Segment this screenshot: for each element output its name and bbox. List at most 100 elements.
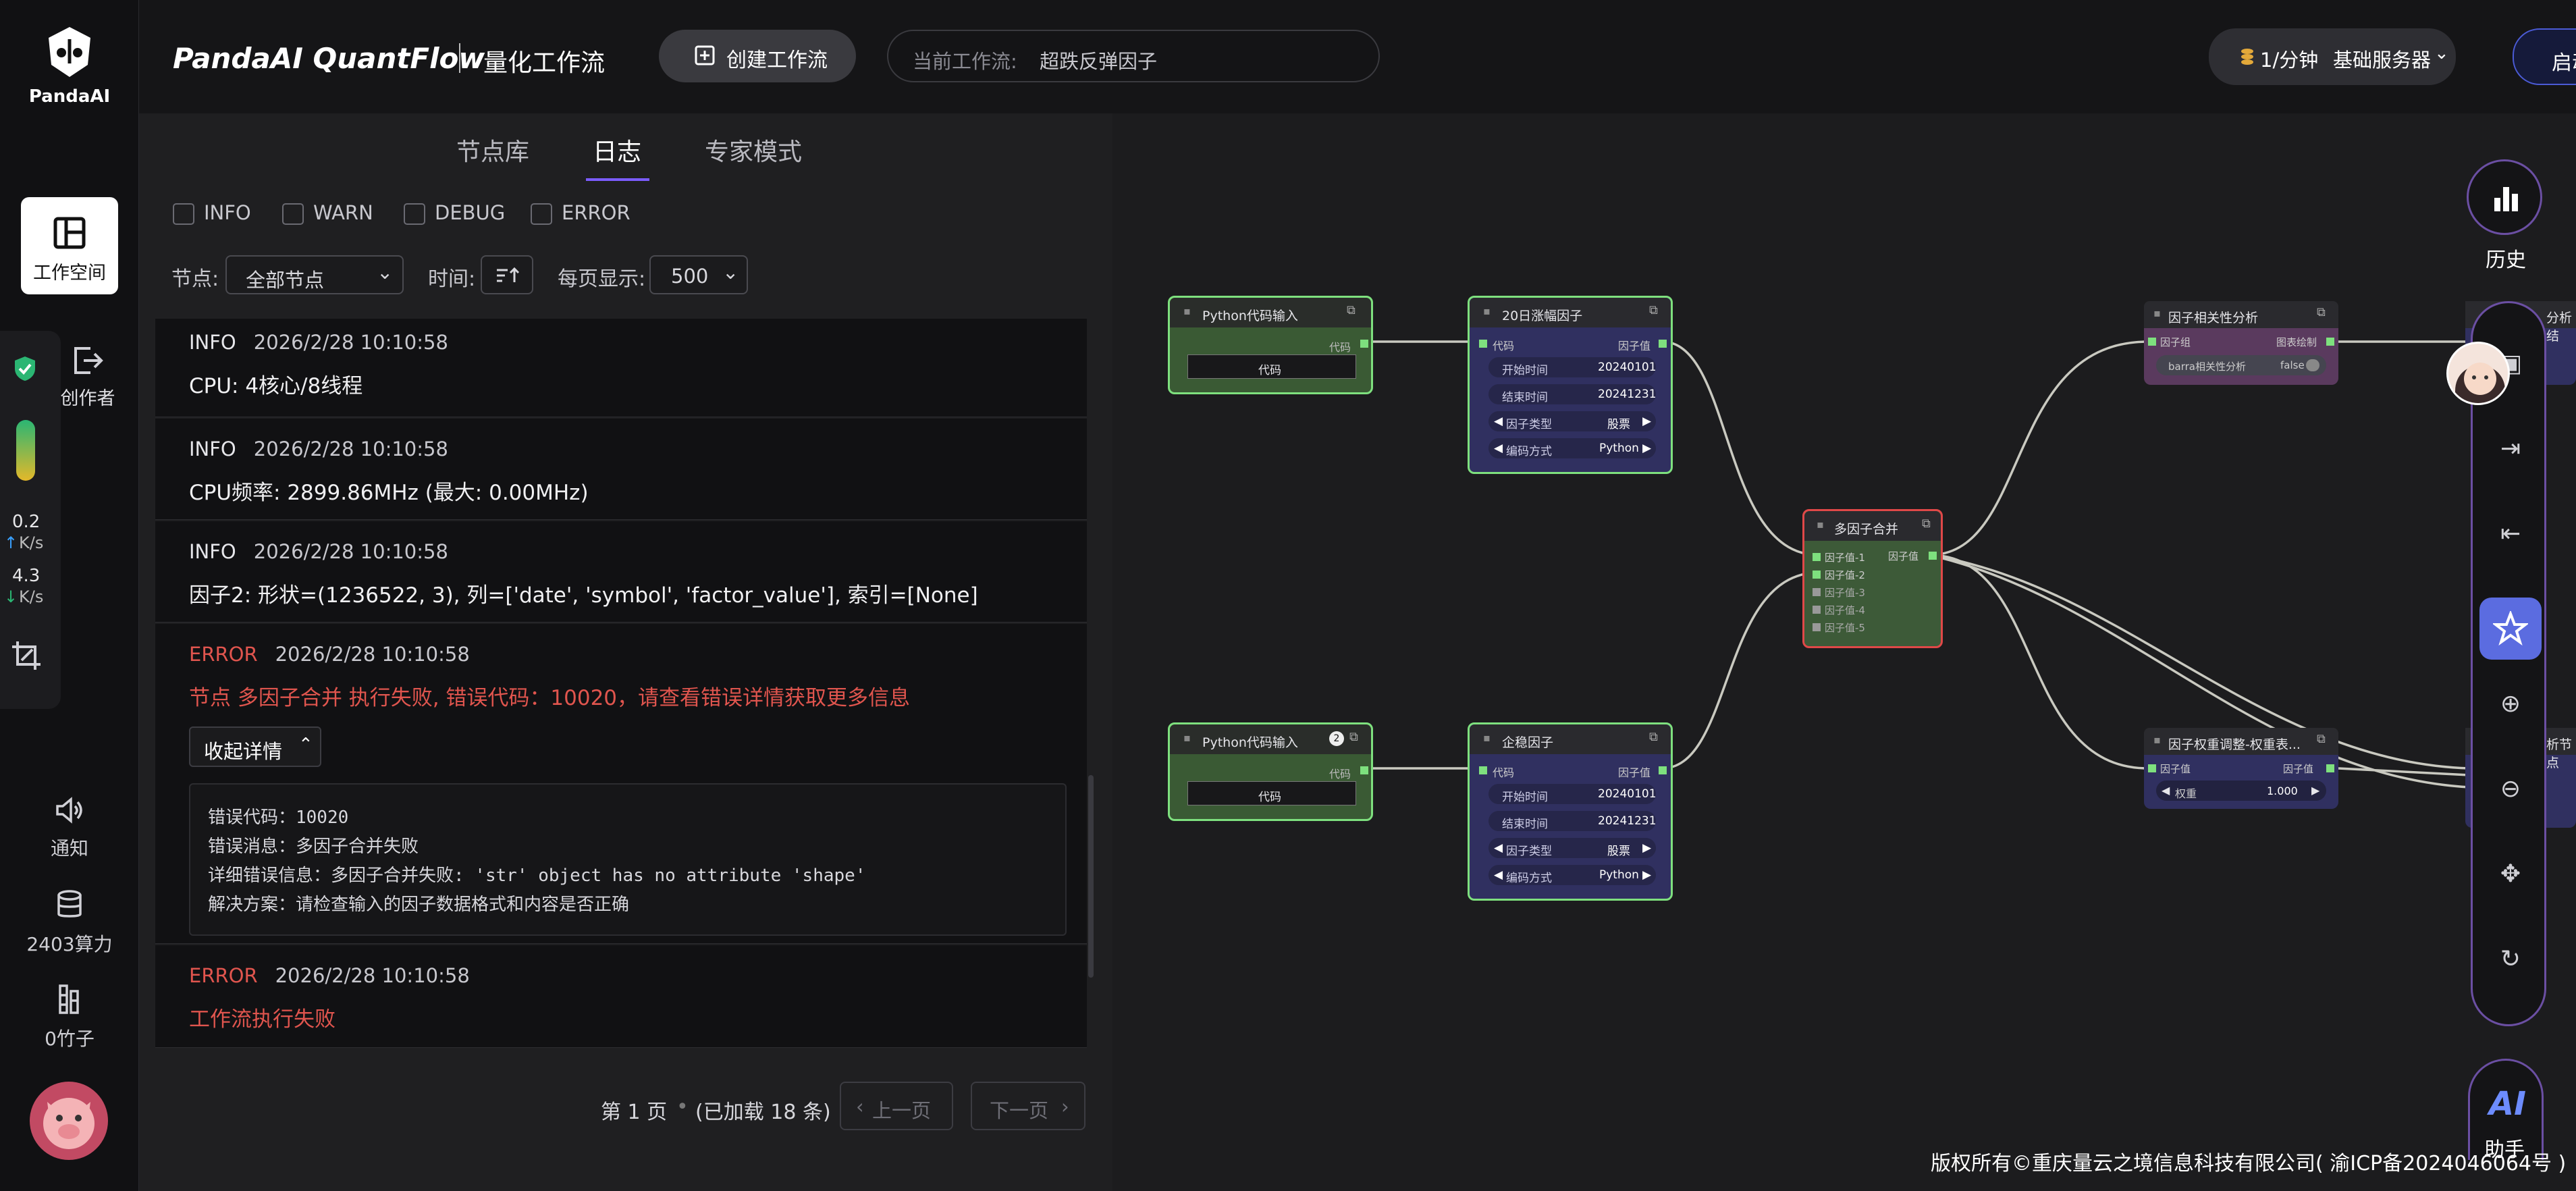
caret-right-icon[interactable]: ▶ bbox=[1642, 415, 1652, 428]
input-port[interactable] bbox=[1813, 571, 1821, 579]
output-port[interactable] bbox=[1360, 766, 1368, 774]
crop-icon[interactable] bbox=[9, 639, 43, 672]
collapse-details-button[interactable]: 收起详情 ⌃ bbox=[189, 726, 321, 767]
log-scrollbar[interactable] bbox=[1088, 775, 1094, 978]
output-port[interactable] bbox=[1929, 552, 1937, 560]
checkbox[interactable] bbox=[531, 203, 552, 225]
workflow-canvas[interactable]: Python代码输入 ▪ ⧉ 代码 代码 Python代码输入 ▪ 2 ⧉ 代码… bbox=[1112, 113, 2576, 1191]
code-field[interactable]: 代码 bbox=[1187, 781, 1356, 805]
pagination: 第 1 页 • (已加载 18 条) ‹ 上一页 下一页 › bbox=[601, 1082, 1100, 1133]
external-link-icon[interactable]: ⧉ bbox=[1922, 517, 1931, 531]
next-page-button[interactable]: 下一页 › bbox=[971, 1082, 1085, 1130]
ai-assistant-button[interactable]: AI bbox=[2468, 1059, 2544, 1160]
avatar[interactable] bbox=[30, 1082, 108, 1160]
toggle-switch[interactable] bbox=[2306, 359, 2319, 371]
log-message: 因子2: 形状=(1236522, 3), 列=['date', 'symbol… bbox=[189, 583, 978, 608]
output-port[interactable] bbox=[1659, 766, 1667, 774]
output-port[interactable] bbox=[1360, 340, 1368, 348]
external-link-icon[interactable]: ⧉ bbox=[2317, 305, 2326, 319]
external-link-icon[interactable]: ⧉ bbox=[1349, 730, 1358, 744]
notify-button[interactable]: 通知 bbox=[0, 797, 139, 861]
param-factor-type[interactable]: ◀因子类型股票▶ bbox=[1488, 838, 1656, 858]
input-port[interactable] bbox=[1813, 606, 1821, 614]
zoom-out-icon[interactable]: ⊖ bbox=[2500, 775, 2521, 803]
filter-error[interactable]: ERROR bbox=[531, 201, 630, 225]
input-port[interactable] bbox=[1813, 553, 1821, 561]
server-dropdown[interactable]: 1/分钟 基础服务器 ⌄ bbox=[2209, 28, 2456, 85]
node-multi-factor-merge[interactable]: ▪ 多因子合并 ⧉ 因子值 因子值-1 因子值-2 因子值-3 因子值-4 因子… bbox=[1802, 509, 1943, 648]
caret-left-icon[interactable]: ◀ bbox=[2162, 784, 2170, 797]
start-workflow-button[interactable]: 启动工作流 bbox=[2513, 28, 2576, 85]
caret-right-icon[interactable]: ▶ bbox=[1642, 868, 1652, 882]
filter-warn[interactable]: WARN bbox=[282, 201, 373, 225]
checkbox[interactable] bbox=[404, 203, 425, 225]
fit-view-icon[interactable]: ✥ bbox=[2500, 860, 2521, 888]
per-page-label: 每页显示: bbox=[558, 267, 646, 291]
caret-left-icon[interactable]: ◀ bbox=[1494, 442, 1503, 455]
weight-stepper[interactable]: ◀ 权重 1.000 ▶ bbox=[2156, 780, 2326, 801]
assistant-avatar[interactable] bbox=[2446, 342, 2510, 405]
edge bbox=[1929, 340, 2149, 556]
filter-info[interactable]: INFO bbox=[173, 201, 251, 225]
compute-button[interactable]: 2403算力 bbox=[0, 890, 139, 957]
external-link-icon[interactable]: ⧉ bbox=[2317, 732, 2326, 746]
tab-expert-mode[interactable]: 专家模式 bbox=[705, 138, 803, 166]
per-page-select[interactable]: 500 ⌄ bbox=[649, 255, 748, 294]
zoom-in-icon[interactable]: ⊕ bbox=[2500, 690, 2521, 718]
input-port[interactable] bbox=[2148, 338, 2156, 346]
node-factor-correlation[interactable]: ▪ 因子相关性分析 ⧉ 因子组 图表绘制 barra相关性分析 false bbox=[2144, 301, 2338, 385]
output-port[interactable] bbox=[2326, 764, 2334, 772]
input-port[interactable] bbox=[1479, 766, 1487, 774]
input-port[interactable] bbox=[1813, 588, 1821, 596]
caret-left-icon[interactable]: ◀ bbox=[1494, 415, 1503, 428]
prev-page-button[interactable]: ‹ 上一页 bbox=[840, 1082, 953, 1130]
node-python-input-1[interactable]: Python代码输入 ▪ ⧉ 代码 代码 bbox=[1168, 296, 1373, 394]
param-factor-type[interactable]: ◀因子类型股票▶ bbox=[1488, 411, 1656, 431]
code-field[interactable]: 代码 bbox=[1187, 354, 1356, 379]
input-port[interactable] bbox=[1813, 623, 1821, 631]
history-button[interactable] bbox=[2467, 159, 2542, 235]
caret-left-icon[interactable]: ◀ bbox=[1494, 841, 1503, 855]
tab-node-library[interactable]: 节点库 bbox=[456, 138, 530, 166]
caret-right-icon[interactable]: ▶ bbox=[2311, 784, 2320, 797]
caret-left-icon[interactable]: ◀ bbox=[1494, 868, 1503, 882]
output-port[interactable] bbox=[1659, 340, 1667, 348]
log-message: CPU频率: 2899.86MHz (最大: 0.00MHz) bbox=[189, 481, 589, 505]
checkbox[interactable] bbox=[282, 203, 304, 225]
external-link-icon[interactable]: ⧉ bbox=[1347, 303, 1356, 317]
external-link-icon[interactable]: ⧉ bbox=[1649, 730, 1658, 744]
refresh-icon[interactable]: ↻ bbox=[2500, 945, 2521, 973]
panda-logo-icon[interactable] bbox=[41, 23, 99, 81]
time-sort-button[interactable] bbox=[481, 255, 533, 294]
tab-logs[interactable]: 日志 bbox=[593, 138, 642, 166]
node-filter-select[interactable]: 全部节点 ⌄ bbox=[225, 255, 404, 294]
filter-debug[interactable]: DEBUG bbox=[404, 201, 505, 225]
caret-right-icon[interactable]: ▶ bbox=[1642, 841, 1652, 855]
current-workflow-field[interactable]: 当前工作流: 超跌反弹因子 bbox=[887, 30, 1380, 82]
output-port[interactable] bbox=[2326, 338, 2334, 346]
caret-right-icon[interactable]: ▶ bbox=[1642, 442, 1652, 455]
workspace-button[interactable]: 工作空间 bbox=[21, 197, 118, 294]
import-icon[interactable]: ⇤ bbox=[2500, 520, 2521, 548]
node-python-input-2[interactable]: Python代码输入 ▪ 2 ⧉ 代码 代码 bbox=[1168, 722, 1373, 821]
layout-logo-button[interactable] bbox=[2479, 598, 2542, 660]
param-value: 股票 bbox=[1607, 845, 1630, 858]
node-factor-weight[interactable]: ▪ 因子权重调整-权重表... ⧉ 因子值 因子值 ◀ 权重 1.000 ▶ bbox=[2144, 728, 2338, 809]
export-icon[interactable]: ⇥ bbox=[2500, 435, 2521, 462]
bamboo-button[interactable]: 0竹子 bbox=[0, 984, 139, 1051]
input-port[interactable] bbox=[2148, 764, 2156, 772]
input-port[interactable] bbox=[1479, 340, 1487, 348]
barra-toggle-row[interactable]: barra相关性分析 false bbox=[2156, 355, 2326, 375]
creator-button[interactable]: 创作者 bbox=[41, 344, 135, 410]
external-link-icon[interactable]: ⧉ bbox=[1649, 303, 1658, 317]
checkbox[interactable] bbox=[173, 203, 194, 225]
create-workflow-button[interactable]: 创建工作流 bbox=[659, 30, 856, 82]
